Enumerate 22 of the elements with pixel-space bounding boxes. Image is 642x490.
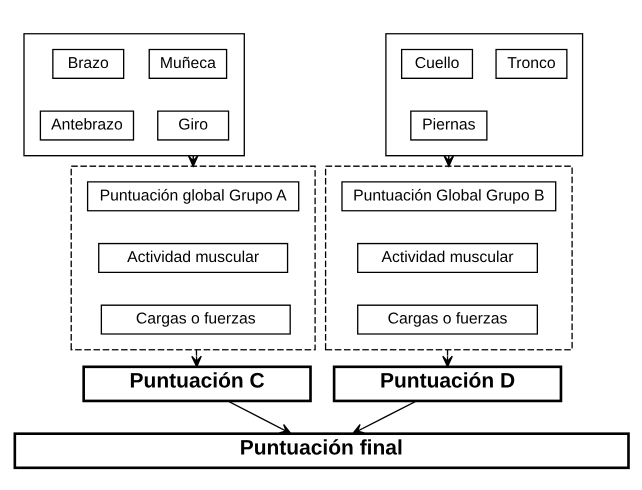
cluster xyxy=(23,32,245,156)
node-box: Cargas o fuerzas xyxy=(100,304,291,334)
node-box: Puntuación D xyxy=(332,364,562,402)
node-box: Puntuación final xyxy=(14,432,630,469)
cluster xyxy=(324,165,573,350)
node-box: Cargas o fuerzas xyxy=(357,304,538,334)
node-box: Actividad muscular xyxy=(98,242,288,273)
node-box: Puntuación Global Grupo B xyxy=(341,180,556,211)
node-box: Giro xyxy=(157,110,230,140)
node-box: Actividad muscular xyxy=(357,242,538,273)
node-box: Antebrazo xyxy=(40,110,134,140)
arrow xyxy=(228,400,292,434)
node-box: Piernas xyxy=(410,110,488,140)
cluster xyxy=(385,32,584,156)
cluster xyxy=(70,165,316,350)
node-box: Puntuación global Grupo A xyxy=(86,180,300,211)
node-box: Tronco xyxy=(495,48,568,78)
arrow xyxy=(352,400,417,434)
node-box: Puntuación C xyxy=(82,364,312,402)
node-box: Cuello xyxy=(400,48,474,78)
node-box: Brazo xyxy=(52,48,124,78)
node-box: Muñeca xyxy=(148,48,228,78)
